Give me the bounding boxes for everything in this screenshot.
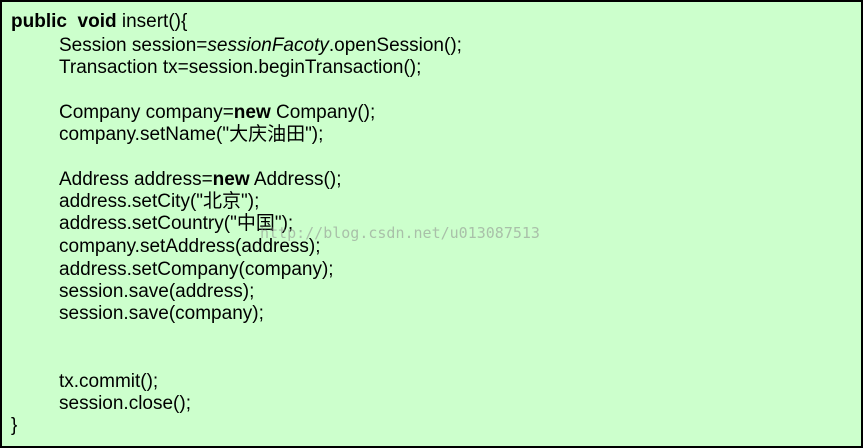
code-line-method-signature: public void insert(){	[11, 11, 187, 33]
code-line-set-city: address.setCity("北京");	[59, 191, 260, 212]
code-line-open-session: Session session=sessionFacoty.openSessio…	[59, 35, 462, 57]
code-line-save-address: session.save(address);	[59, 281, 255, 302]
keyword-new: new	[233, 102, 271, 123]
code-line-save-company: session.save(company);	[59, 303, 264, 324]
code-line-new-address: Address address=new Address();	[59, 169, 342, 191]
keyword-public: public	[11, 11, 67, 32]
code-text: Company company=	[59, 102, 234, 123]
code-line-set-company: address.setCompany(company);	[59, 259, 334, 280]
code-line-closing-brace: }	[11, 415, 18, 436]
method-name: insert(){	[116, 11, 188, 32]
code-line-close-session: session.close();	[59, 393, 191, 414]
code-line-set-name: company.setName("大庆油田");	[59, 124, 324, 145]
code-line-begin-transaction: Transaction tx=session.beginTransaction(…	[59, 57, 422, 78]
session-factory-identifier: sessionFacoty	[207, 35, 329, 56]
code-line-new-company: Company company=new Company();	[59, 102, 375, 124]
code-line-commit: tx.commit();	[59, 371, 159, 392]
code-text: .openSession();	[328, 35, 462, 56]
code-text: Address address=	[59, 169, 213, 190]
code-text: Session session=	[59, 35, 208, 56]
code-text: Address();	[249, 169, 342, 190]
code-text: Company();	[270, 102, 376, 123]
code-line-set-country: address.setCountry("中国");	[59, 213, 294, 234]
keyword-void: void	[77, 11, 117, 32]
keyword-new: new	[212, 169, 250, 190]
code-line-set-address: company.setAddress(address);	[59, 236, 321, 257]
